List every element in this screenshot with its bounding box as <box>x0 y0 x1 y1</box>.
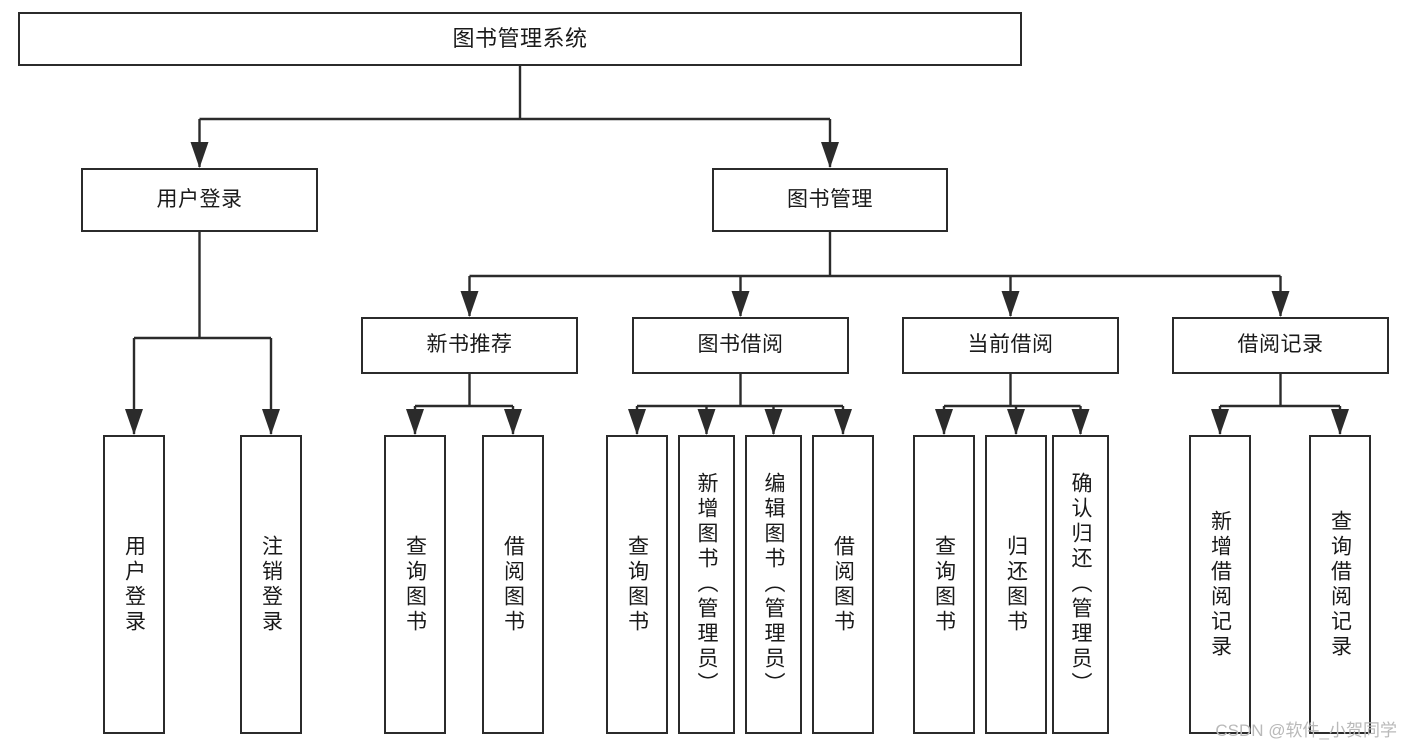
node-leaf10[interactable]: 归还图书 <box>985 435 1047 734</box>
node-label: 借阅记录 <box>1237 333 1324 357</box>
node-leaf8[interactable]: 借阅图书 <box>812 435 874 734</box>
node-label: 借阅图书 <box>831 534 855 635</box>
node-leaf2[interactable]: 注销登录 <box>240 435 302 734</box>
node-leaf13[interactable]: 查询借阅记录 <box>1309 435 1371 734</box>
node-leaf4[interactable]: 借阅图书 <box>482 435 544 734</box>
node-label: 查询借阅记录 <box>1328 509 1352 660</box>
node-label: 新增借阅记录 <box>1208 509 1232 660</box>
node-label: 注销登录 <box>259 534 283 635</box>
node-label: 归还图书 <box>1004 534 1028 635</box>
node-leaf12[interactable]: 新增借阅记录 <box>1189 435 1251 734</box>
node-label: 新增图书（管理员） <box>695 472 718 697</box>
node-label: 图书借阅 <box>697 333 784 357</box>
watermark: CSDN @软件_小贺同学 <box>1215 721 1397 740</box>
node-leaf5[interactable]: 查询图书 <box>606 435 668 734</box>
node-label: 查询图书 <box>932 534 956 635</box>
node-leaf9[interactable]: 查询图书 <box>913 435 975 734</box>
node-label: 图书管理 <box>787 187 873 211</box>
node-leaf1[interactable]: 用户登录 <box>103 435 165 734</box>
node-newbooks[interactable]: 新书推荐 <box>361 317 578 374</box>
node-root[interactable]: 图书管理系统 <box>18 12 1022 66</box>
node-label: 图书管理系统 <box>452 26 588 52</box>
node-label: 用户登录 <box>156 187 243 211</box>
node-login[interactable]: 用户登录 <box>81 168 318 232</box>
node-leaf3[interactable]: 查询图书 <box>384 435 446 734</box>
node-label: 查询图书 <box>403 534 427 635</box>
node-label: 新书推荐 <box>426 333 513 357</box>
node-leaf6[interactable]: 新增图书（管理员） <box>678 435 735 734</box>
node-label: 借阅图书 <box>501 534 525 635</box>
node-leaf11[interactable]: 确认归还（管理员） <box>1052 435 1109 734</box>
node-label: 确认归还（管理员） <box>1069 472 1092 697</box>
node-label: 查询图书 <box>625 534 649 635</box>
node-records[interactable]: 借阅记录 <box>1172 317 1389 374</box>
node-label: 当前借阅 <box>967 333 1054 357</box>
node-borrow[interactable]: 图书借阅 <box>632 317 849 374</box>
node-label: 编辑图书（管理员） <box>762 472 785 697</box>
node-current[interactable]: 当前借阅 <box>902 317 1119 374</box>
node-leaf7[interactable]: 编辑图书（管理员） <box>745 435 802 734</box>
node-bookmgmt[interactable]: 图书管理 <box>712 168 948 232</box>
node-label: 用户登录 <box>122 534 146 635</box>
